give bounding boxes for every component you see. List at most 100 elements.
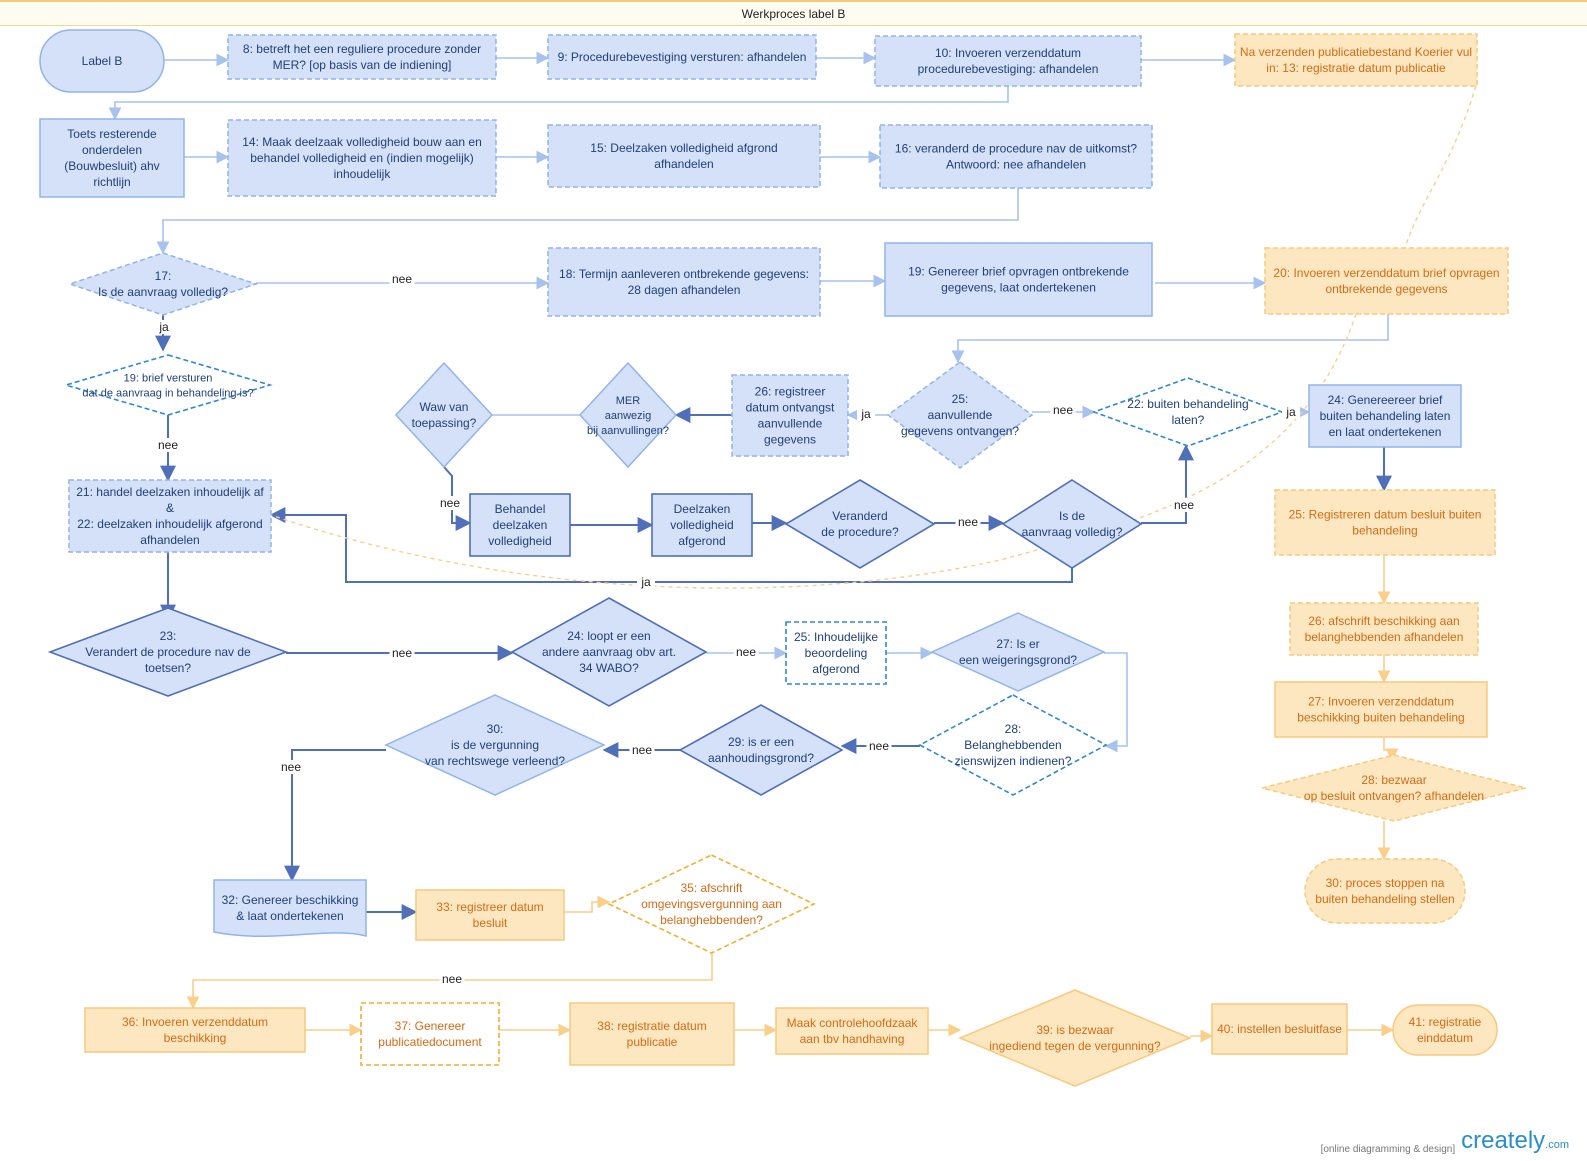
n29-label-line: 29: is er een bbox=[728, 735, 794, 749]
node-n8[interactable]: 8: betreft het een reguliere procedure z… bbox=[227, 34, 497, 80]
n_behandel-label-line: deelzaken bbox=[493, 518, 548, 532]
node-n32[interactable]: 32: Genereer beschikking& laat onderteke… bbox=[213, 879, 367, 937]
n38-label-line: publicatie bbox=[627, 1035, 678, 1049]
node-n10[interactable]: 10: Invoeren verzenddatumprocedurebevest… bbox=[874, 35, 1142, 87]
n_isde-label-line: Is de bbox=[1059, 509, 1085, 523]
n35-label-line: omgevingsvergunning aan bbox=[641, 897, 782, 911]
n19b-label-line: dat de aanvraag in behandeling is? bbox=[82, 387, 253, 399]
node-n21[interactable]: 21: handel deelzaken inhoudelijk af&22: … bbox=[68, 479, 272, 553]
n18-shape bbox=[547, 247, 821, 317]
n24a-label-line: 24: Genereereer brief bbox=[1328, 393, 1443, 407]
n_maak-shape bbox=[775, 1007, 929, 1055]
node-n25b[interactable]: 25: Registreren datum besluit buitenbeha… bbox=[1274, 489, 1496, 556]
edge-label-bg bbox=[1282, 405, 1300, 419]
edge-label-l_nee_28: nee bbox=[869, 739, 889, 753]
edge-label-l_nee_waw: nee bbox=[440, 496, 460, 510]
n30-label-line: 30: bbox=[487, 722, 504, 736]
n_deelzaken-label-line: afgerond bbox=[678, 534, 725, 548]
curve-connector-13-20 bbox=[1404, 85, 1477, 249]
n19a-shape bbox=[884, 242, 1153, 317]
connector-46 bbox=[1383, 737, 1399, 762]
n15-label-line: afhandelen bbox=[654, 157, 713, 171]
edge-label-l_nee_25: nee bbox=[1053, 403, 1073, 417]
n39-label-line: ingediend tegen de vergunning? bbox=[989, 1039, 1161, 1053]
node-n20[interactable]: 20: Invoeren verzenddatum brief opvragen… bbox=[1264, 247, 1509, 315]
node-n18[interactable]: 18: Termijn aanleveren ontbrekende gegev… bbox=[547, 247, 821, 317]
n28b-label-line: 28: bezwaar bbox=[1361, 773, 1426, 787]
node-n17[interactable]: 17:Is de aanvraag volledig? bbox=[67, 252, 259, 316]
node-n_label_b[interactable]: Label B bbox=[39, 29, 165, 93]
n_toets-label-line: Toets resterende bbox=[67, 127, 157, 141]
node-n26b[interactable]: 26: afschrift beschikking aanbelanghebbe… bbox=[1289, 602, 1479, 656]
n28c-label-line: Belanghebbenden bbox=[964, 738, 1061, 752]
n10-shape bbox=[874, 35, 1142, 87]
connector-8 bbox=[156, 188, 1019, 255]
node-n16[interactable]: 16: veranderd de procedure nav de uitkom… bbox=[879, 124, 1153, 189]
n17-shape bbox=[67, 252, 259, 316]
n28c-label-line: zienswijzen indienen? bbox=[955, 754, 1072, 768]
n27c-shape bbox=[930, 612, 1106, 692]
n_mer-label-line: bij aanvullingen? bbox=[587, 425, 669, 437]
diagram-title: Werkproces label B bbox=[741, 7, 846, 21]
n13-label-line: in: 13: registratie datum publicatie bbox=[1266, 61, 1446, 75]
connector-31 bbox=[1104, 652, 1128, 753]
edge-label-l_nee_17: nee bbox=[392, 272, 412, 286]
n_toets-label-line: richtlijn bbox=[93, 175, 130, 189]
n19b-label-line: 19: brief versturen bbox=[124, 372, 213, 384]
n9-label-line: 9: Procedurebevestiging versturen: afhan… bbox=[558, 50, 807, 64]
n20-label-line: 20: Invoeren verzenddatum brief opvragen bbox=[1273, 266, 1499, 280]
n21-shape bbox=[68, 479, 272, 553]
connector-25 bbox=[1141, 444, 1194, 524]
n19b-shape bbox=[63, 354, 273, 416]
node-n15[interactable]: 15: Deelzaken volledigheid afgrondafhand… bbox=[547, 124, 821, 188]
node-n_toets[interactable]: Toets resterendeonderdelen(Bouwbesluit) … bbox=[39, 118, 185, 198]
node-n19b[interactable]: 19: brief versturen dat de aanvraag in be… bbox=[63, 354, 273, 416]
creately-watermark: [online diagramming & design]creately.co… bbox=[1321, 1127, 1569, 1155]
n27b-label-line: 27: Invoeren verzenddatum bbox=[1308, 695, 1454, 709]
node-n9[interactable]: 9: Procedurebevestiging versturen: afhan… bbox=[547, 34, 817, 80]
n40-shape bbox=[1211, 1003, 1348, 1055]
n30-shape bbox=[384, 694, 606, 796]
n26a-label-line: gegevens bbox=[764, 433, 816, 447]
edge-label-bg bbox=[389, 646, 415, 660]
n23-label-line: Verandert de procedure nav de bbox=[85, 645, 251, 659]
node-n40[interactable]: 40: instellen besluitfase bbox=[1211, 1003, 1348, 1055]
n26a-shape bbox=[731, 374, 849, 457]
n24b-shape bbox=[510, 597, 708, 707]
node-n13[interactable]: Na verzenden publicatiebestand Koerier v… bbox=[1234, 33, 1478, 87]
edge-label-l_nee_isde: nee bbox=[1174, 498, 1194, 512]
n25b-shape bbox=[1274, 489, 1496, 556]
node-n19a[interactable]: 19: Genereer brief opvragen ontbrekendeg… bbox=[884, 242, 1153, 317]
node-n14[interactable]: 14: Maak deelzaak volledigheid bouw aan … bbox=[227, 119, 497, 197]
n10-label-line: 10: Invoeren verzenddatum bbox=[935, 46, 1081, 60]
